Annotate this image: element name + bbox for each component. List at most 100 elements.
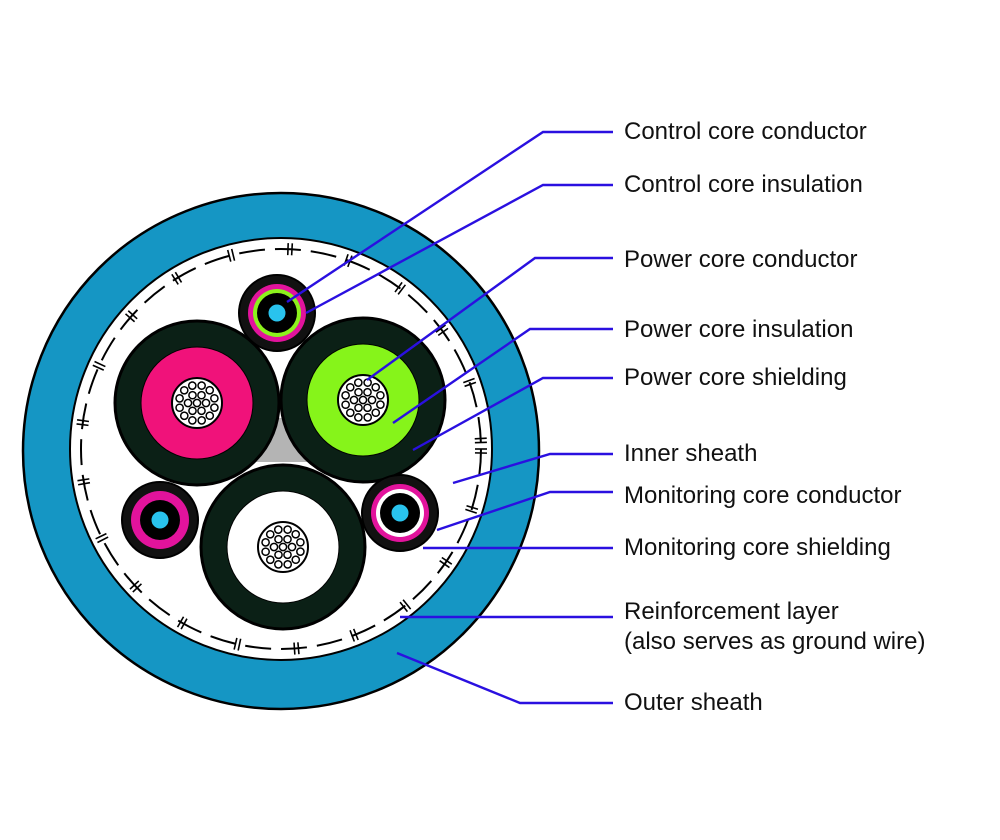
monitoring-core-1-conductor [150, 510, 170, 530]
conductor-strand [205, 385, 215, 395]
reinforcement-wire-tick [132, 583, 143, 593]
reinforcement-wire-tick [474, 437, 487, 440]
conductor-strand [265, 529, 275, 539]
control-core-conductor [267, 303, 287, 323]
conductor-strand [175, 394, 184, 403]
conductor-strand [261, 547, 270, 557]
reinforcement-wire-tick [465, 508, 478, 514]
label-control-core-conductor: Control core conductor [624, 118, 867, 145]
conductor-strand [278, 542, 288, 552]
reinforcement-wire-tick [293, 642, 296, 655]
conductor-strand [376, 390, 385, 400]
conductor-strand [265, 555, 275, 565]
reinforcement-wire-tick [129, 580, 140, 590]
leader-line-control-core-insulation [305, 183, 613, 315]
leader-line-outer-sheath [396, 651, 613, 705]
reinforcement-wire-tick [176, 616, 185, 628]
conductor-strand [296, 537, 305, 547]
label-control-core-insulation: Control core insulation [624, 171, 863, 198]
reinforcement-wire-tick [230, 248, 236, 261]
conductor-strand [273, 525, 283, 534]
conductor-strand [363, 403, 372, 413]
reinforcement-wire-tick [399, 601, 409, 613]
reinforcement-wire-tick [233, 637, 238, 650]
conductor-strand [283, 525, 292, 534]
reinforcement-wire-tick [180, 618, 188, 630]
reinforcement-wire-tick [77, 481, 91, 486]
reinforcement-wire-tick [77, 478, 90, 482]
reinforcement-wire-tick [127, 310, 138, 320]
conductor-strand [274, 550, 283, 560]
conductor-strand [179, 385, 189, 395]
reinforcement-wire-tick [464, 381, 477, 388]
conductor-strand [371, 382, 381, 392]
conductor-strand [274, 560, 283, 569]
reinforcement-wire-tick [441, 556, 453, 565]
reinforcement-wire-tick [402, 599, 412, 610]
reinforcement-wire-tick [349, 630, 356, 642]
conductor-strand [376, 400, 385, 409]
conductor-strand [201, 398, 211, 408]
conductor-strand [341, 391, 350, 400]
conductor-strand [354, 403, 363, 413]
reinforcement-wire-tick [352, 628, 359, 641]
reinforcement-wire-tick [297, 642, 300, 655]
reinforcement-wire-tick [237, 638, 242, 651]
reinforcement-wire-tick [466, 504, 479, 510]
conductor-strand [363, 387, 372, 397]
conductor-strand [354, 413, 363, 422]
leader-line-control-core-conductor [286, 130, 613, 303]
label-reinforcement-layer: Reinforcement layer [624, 598, 839, 625]
conductor-strand [353, 378, 363, 387]
conductor-strand [261, 538, 270, 547]
reinforcement-wire-tick [97, 536, 109, 544]
conductor-strand [175, 403, 184, 413]
conductor-strand [210, 403, 219, 412]
conductor-strand [345, 382, 355, 392]
label-power-core-shielding: Power core shielding [624, 364, 847, 391]
reinforcement-wire-tick [76, 423, 89, 427]
reinforcement-wire-tick [171, 273, 179, 285]
monitoring-core-2-conductor [390, 503, 410, 523]
reinforcement-wire-tick [174, 271, 183, 283]
label-monitoring-core-conductor: Monitoring core conductor [624, 482, 902, 509]
reinforcement-wire-tick [92, 364, 105, 371]
conductor-strand [197, 381, 206, 390]
reinforcement-wire-tick [397, 284, 407, 295]
conductor-strand [197, 406, 206, 416]
conductor-strand [269, 542, 279, 552]
leader-line-power-core-insulation [392, 327, 613, 424]
conductor-strand [188, 406, 197, 416]
conductor-strand [197, 416, 207, 425]
leader-line-power-core-conductor [366, 256, 613, 381]
label-inner-sheath: Inner sheath [624, 440, 758, 467]
conductor-strand [283, 534, 292, 544]
reinforcement-wire-tick [95, 532, 107, 540]
label-monitoring-core-shielding: Monitoring core shielding [624, 534, 891, 561]
reinforcement-wire-tick [435, 324, 447, 333]
reinforcement-wire-tick [437, 327, 449, 337]
label-power-core-insulation: Power core insulation [624, 316, 854, 343]
conductor-strand [283, 550, 292, 560]
conductor-strand [188, 390, 197, 400]
reinforcement-wire-tick [439, 560, 450, 569]
reinforcement-wire-tick [76, 419, 90, 423]
reinforcement-wire-tick [94, 360, 106, 368]
label-reinforcement-layer-note: (also serves as ground wire) [624, 628, 926, 655]
reinforcement-wire-tick [463, 377, 475, 384]
conductor-strand [367, 395, 377, 405]
label-power-core-conductor: Power core conductor [624, 246, 858, 273]
label-outer-sheath: Outer sheath [624, 689, 763, 716]
leader-line-power-core-shielding [412, 376, 613, 452]
leader-line-monitoring-core-conductor [436, 490, 613, 532]
conductor-strand [210, 393, 219, 403]
conductor-strand [341, 400, 350, 410]
conductor-strand [354, 387, 363, 397]
conductor-strand [187, 381, 197, 390]
reinforcement-wire-tick [125, 313, 136, 323]
reinforcement-wire-tick [290, 243, 294, 256]
conductor-strand [283, 560, 293, 569]
conductor-strand [291, 555, 301, 565]
